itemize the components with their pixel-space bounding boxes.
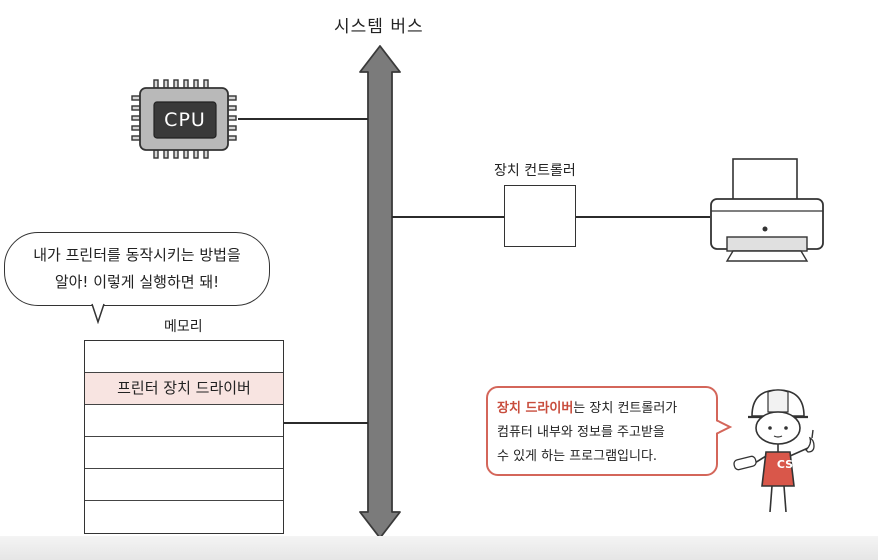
memory-row-device-driver: 프린터 장치 드라이버 bbox=[85, 373, 283, 405]
info-bubble: 장치 드라이버는 장치 컨트롤러가 컴퓨터 내부와 정보를 주고받을 수 있게 … bbox=[486, 386, 718, 476]
memory-label: 메모리 bbox=[164, 319, 203, 335]
info-line-3: 수 있게 하는 프로그램입니다. bbox=[497, 449, 658, 464]
cpu-chip-icon bbox=[131, 79, 237, 159]
memory-table: 프린터 장치 드라이버 bbox=[84, 340, 284, 534]
speech-bubble-line-1: 내가 프린터를 동작시키는 방법을 bbox=[33, 246, 241, 264]
memory-row bbox=[85, 437, 283, 469]
system-bus-title: 시스템 버스 bbox=[334, 17, 424, 37]
memory-row bbox=[85, 501, 283, 533]
info-highlight: 장치 드라이버 bbox=[497, 401, 574, 416]
character-engineer: CS bbox=[728, 382, 838, 522]
memory-bus-line bbox=[284, 422, 368, 424]
character-badge: CS bbox=[776, 458, 794, 471]
cpu-bus-line bbox=[238, 118, 368, 120]
memory-row bbox=[85, 341, 283, 373]
printer-icon bbox=[710, 158, 824, 262]
bottom-bar bbox=[0, 536, 878, 560]
engineer-icon bbox=[733, 389, 815, 513]
info-line-1-rest: 는 장치 컨트롤러가 bbox=[573, 401, 678, 416]
info-line-1: 장치 드라이버는 장치 컨트롤러가 bbox=[497, 397, 706, 421]
info-bubble-tail bbox=[716, 419, 733, 435]
controller-label: 장치 컨트롤러 bbox=[494, 163, 576, 179]
speech-bubble-line-2: 알아! 이렇게 실행하면 돼! bbox=[54, 273, 220, 291]
memory-row bbox=[85, 469, 283, 501]
speech-bubble: 내가 프린터를 동작시키는 방법을 알아! 이렇게 실행하면 돼! bbox=[4, 232, 270, 306]
printer bbox=[703, 155, 833, 267]
bus-controller-line bbox=[392, 216, 504, 218]
memory-row bbox=[85, 405, 283, 437]
speech-bubble-tail bbox=[91, 300, 105, 324]
device-controller-box bbox=[504, 185, 576, 247]
cpu-label: CPU bbox=[164, 109, 206, 131]
cpu-chip: CPU bbox=[130, 78, 238, 160]
info-line-2: 컴퓨터 내부와 정보를 주고받을 bbox=[497, 425, 665, 440]
controller-printer-line bbox=[576, 216, 710, 218]
